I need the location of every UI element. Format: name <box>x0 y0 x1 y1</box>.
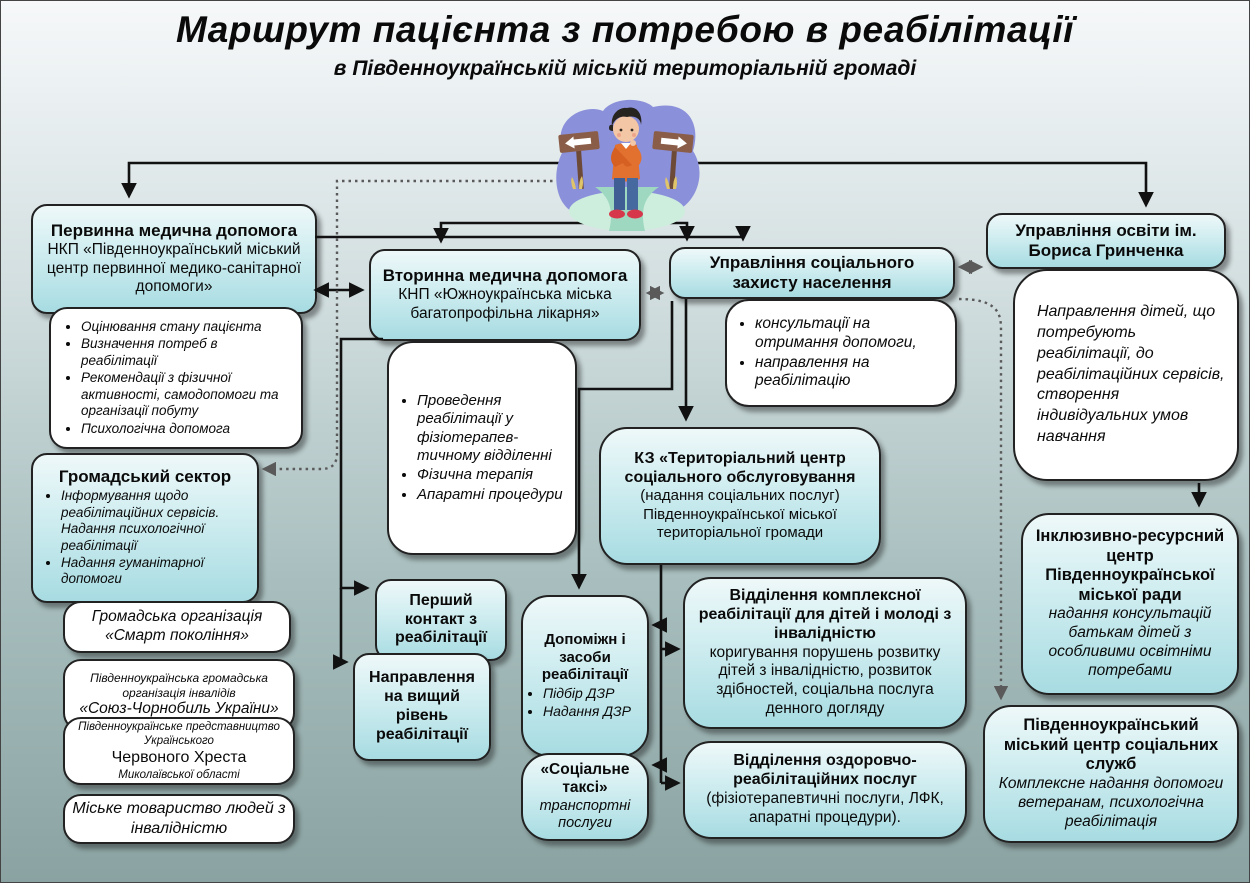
header: Маршрут пацієнта з потребою в реабілітац… <box>1 9 1249 81</box>
box-org-smart: Громадська організація «Смарт покоління» <box>63 601 291 653</box>
primary-care-title: Первинна медична допомога <box>50 220 298 240</box>
arrow-primary-to-social-protection <box>315 226 751 242</box>
box-territorial-center: КЗ «Територіальний центр соціального обс… <box>599 427 881 565</box>
social-protection-service: консультації на отримання допомоги, <box>755 315 947 353</box>
org-smart-text: Громадська організація «Смарт покоління» <box>91 608 263 644</box>
right-signpost <box>652 131 694 190</box>
first-contact-title: Перший контакт з реабілітації <box>394 591 488 647</box>
assistive-devices-service: Підбір ДЗР <box>543 685 641 702</box>
org-disability-text: Міське товариство людей з інвалідністю <box>72 800 286 837</box>
health-rehab-description: (фізіотерапевтичні послуги, ЛФК, апаратн… <box>706 789 944 826</box>
box-primary-care-services: Оцінювання стану пацієнта Визначення пот… <box>49 307 303 449</box>
primary-care-service: Психологічна допомога <box>81 421 291 437</box>
primary-care-service: Визначення потреб в реабілітації <box>81 336 291 369</box>
org-chornobyl-line2: «Союз-Чорнобиль України» <box>79 700 279 718</box>
arrow-secondary-to-higher-level <box>333 588 349 670</box>
arrow-patient-to-primary <box>121 161 613 199</box>
secondary-care-service: Проведення реабілітації у фізіотерапев-т… <box>417 392 567 465</box>
education-description: Направлення дітей, що потребують реабілі… <box>1037 303 1225 445</box>
secondary-care-org: КНП «Южноукраїнська міська багатопрофіль… <box>398 286 612 323</box>
box-secondary-care: Вторинна медична допомога КНП «Южноукраї… <box>369 249 641 341</box>
primary-care-service: Рекомендації з фізичної активності, само… <box>81 370 291 419</box>
social-services-center-title: Південноукраїнський міський центр соціал… <box>1003 716 1219 774</box>
territorial-center-subtitle: (надання соціальних послуг) Південноукра… <box>640 487 840 542</box>
box-first-contact: Перший контакт з реабілітації <box>375 579 507 661</box>
box-assistive-devices: Допоміжн і засоби реабілітації Підбір ДЗ… <box>521 595 649 757</box>
org-redcross-line2: Червоного Хреста <box>111 749 247 767</box>
org-chornobyl-line1: Південноукраїнська громадська організаці… <box>90 670 268 700</box>
arrow-patient-to-education <box>649 161 1154 208</box>
territorial-center-title: КЗ «Територіальний центр соціального обс… <box>624 449 856 486</box>
inclusive-center-description: надання консультацій батькам дітей з осо… <box>1048 605 1212 679</box>
box-social-protection: Управління соціального захисту населення <box>669 247 955 299</box>
box-health-rehab: Відділення оздоровчо-реабілітаційних пос… <box>683 741 967 839</box>
crossroads-illustration <box>547 95 707 235</box>
complex-rehab-title: Відділення комплексної реабілітації для … <box>698 586 952 642</box>
box-complex-rehab: Відділення комплексної реабілітації для … <box>683 577 967 729</box>
page-subtitle: в Південноукраїнській міській територіал… <box>333 57 917 80</box>
page-title: Маршрут пацієнта з потребою в реабілітац… <box>176 9 1074 50</box>
box-social-services-center: Південноукраїнський міський центр соціал… <box>983 705 1239 843</box>
social-protection-service: направлення на реабілітацію <box>755 354 947 392</box>
assistive-devices-title: Допоміжн і засоби реабілітації <box>541 630 629 684</box>
education-title: Управління освіти ім. Бориса Гринченка <box>1015 220 1197 260</box>
box-social-protection-services: консультації на отримання допомоги, напр… <box>725 299 957 407</box>
box-org-redcross: Південноукраїнське представництво Україн… <box>63 717 295 785</box>
inclusive-center-title: Інклюзивно-ресурсний центр Південноукраї… <box>1035 527 1225 604</box>
box-inclusive-center: Інклюзивно-ресурсний центр Південноукраї… <box>1021 513 1239 695</box>
secondary-care-service: Фізична терапія <box>417 466 567 484</box>
box-higher-level: Направлення на вищий рівень реабілітації <box>353 653 491 761</box>
primary-care-service: Оцінювання стану пацієнта <box>81 319 291 335</box>
social-taxi-title: «Соціальне таксі» <box>540 761 630 797</box>
org-redcross-line1: Південноукраїнське представництво Україн… <box>78 721 280 748</box>
boy-figure <box>609 107 643 219</box>
public-sector-title: Громадський сектор <box>58 467 232 487</box>
primary-care-org: НКП «Південноукраїнський міський центр п… <box>46 240 302 296</box>
box-secondary-care-services: Проведення реабілітації у фізіотерапев-т… <box>387 341 577 555</box>
complex-rehab-description: коригування порушень розвитку дітей з ін… <box>709 643 941 718</box>
arrow-secondary-to-first-contact <box>339 337 383 596</box>
box-education: Управління освіти ім. Бориса Гринченка <box>986 213 1226 269</box>
left-signpost <box>558 131 600 190</box>
social-services-center-description: Комплексне надання допомоги ветеранам, п… <box>998 774 1224 830</box>
assistive-devices-service: Надання ДЗР <box>543 703 641 720</box>
secondary-care-service: Апаратні процедури <box>417 486 567 504</box>
social-protection-title: Управління соціального захисту населення <box>709 252 915 292</box>
box-social-taxi: «Соціальне таксі» транспортні послуги <box>521 753 649 841</box>
box-education-services: Направлення дітей, що потребують реабілі… <box>1013 269 1239 481</box>
box-public-sector: Громадський сектор Інформування щодо реа… <box>31 453 259 603</box>
higher-level-title: Направлення на вищий рівень реабілітації <box>369 669 475 743</box>
public-sector-service: Надання гуманітарної допомоги <box>61 555 249 588</box>
org-redcross-line3: Миколаївської області <box>118 768 240 781</box>
box-org-disability: Міське товариство людей з інвалідністю <box>63 794 295 844</box>
public-sector-service: Інформування щодо реабілітаційних сервіс… <box>61 488 249 554</box>
secondary-care-title: Вторинна медична допомога <box>382 266 628 286</box>
social-taxi-subtitle: транспортні послуги <box>539 797 631 832</box>
health-rehab-title: Відділення оздоровчо-реабілітаційних пос… <box>733 752 917 789</box>
box-primary-care: Первинна медична допомога НКП «Південноу… <box>31 204 317 314</box>
